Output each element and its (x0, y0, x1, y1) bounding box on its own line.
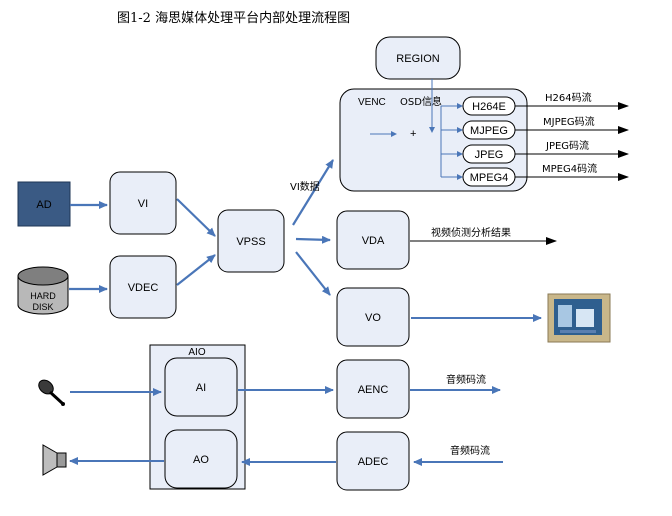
diagram-title: 图1-2 海思媒体处理平台内部处理流程图 (117, 11, 351, 26)
vda-box (336, 210, 410, 270)
h264e-label: H264E (472, 101, 506, 113)
mpeg4-stream-label: MPEG4码流 (542, 162, 597, 175)
region-box (375, 36, 461, 80)
microphone-icon (38, 379, 65, 406)
vi-label: VI (138, 198, 148, 210)
osd-label: OSD信息 (400, 95, 442, 108)
vda-label: VDA (362, 235, 385, 247)
jpeg-label: JPEG (475, 149, 504, 161)
region-label: REGION (396, 53, 439, 65)
vi-box (109, 171, 177, 235)
mjpeg-stream-label: MJPEG码流 (543, 115, 595, 128)
vo-label: VO (365, 312, 381, 324)
vdec-box (109, 255, 177, 319)
mpeg4-label: MPEG4 (470, 172, 509, 184)
hard-disk-icon (17, 266, 69, 315)
ai-box (164, 357, 238, 417)
aenc-box (336, 359, 410, 419)
audio-stream-out-label: 音频码流 (446, 373, 486, 386)
adec-box (336, 431, 410, 491)
plus-sign: + (410, 128, 416, 140)
mjpeg-label: MJPEG (470, 125, 508, 137)
h264-stream-label: H264码流 (545, 91, 592, 104)
vpss-label: VPSS (236, 236, 265, 248)
ao-label: AO (193, 454, 209, 466)
aenc-label: AENC (358, 384, 389, 396)
adec-label: ADEC (358, 456, 389, 468)
vi-to-vpss-arrow (176, 198, 216, 237)
ad-box (17, 181, 71, 227)
hard-disk-label-2: DISK (32, 302, 53, 312)
ai-label: AI (196, 382, 206, 394)
audio-stream-in-label: 音频码流 (450, 444, 490, 457)
jpeg-stream-label: JPEG码流 (545, 139, 589, 152)
vo-box (336, 287, 410, 347)
aio-label: AIO (188, 347, 205, 358)
vpss-to-vo-arrow (295, 251, 331, 296)
vpss-to-vda-arrow (295, 235, 331, 244)
vdec-label: VDEC (128, 282, 159, 294)
vpss-box (217, 209, 285, 273)
vda-result-label: 视频侦测分析结果 (431, 226, 511, 239)
ad-label: AD (36, 199, 51, 211)
monitor-icon (547, 293, 611, 343)
vpss-to-venc-arrow (292, 159, 334, 226)
vdec-to-vpss-arrow (176, 254, 216, 286)
venc-label: VENC (358, 97, 386, 108)
hard-disk-label-1: HARD (30, 291, 56, 301)
vi-data-label: VI数据 (290, 180, 320, 193)
ao-box (164, 429, 238, 489)
speaker-icon (42, 444, 67, 476)
